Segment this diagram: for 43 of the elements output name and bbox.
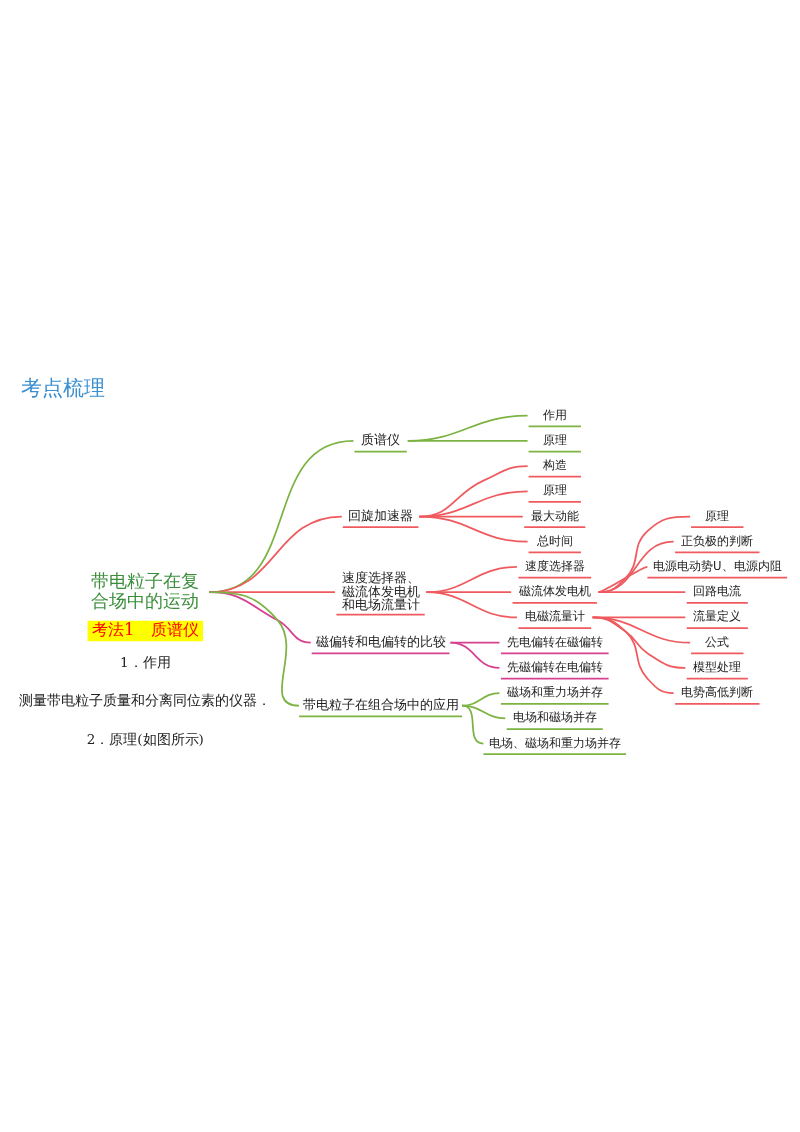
node-text: 模型处理 <box>693 659 742 674</box>
node-text: 质谱仪 <box>361 432 401 448</box>
node-text: 先磁偏转在电偏转 <box>506 659 603 674</box>
node-text: 电磁流量计 <box>524 609 585 624</box>
node-text: 原理 <box>542 432 567 447</box>
node-text: 磁偏转和电偏转的比较 <box>315 633 446 649</box>
node-text: 总时间 <box>536 533 573 548</box>
node-text: 流量定义 <box>693 609 742 624</box>
node-text: 公式 <box>705 634 730 649</box>
node-text: 电场和磁场并存 <box>512 710 597 725</box>
connector <box>461 704 485 745</box>
node-text: 原理 <box>705 508 730 523</box>
node-text: 速度选择器 <box>524 558 585 573</box>
label: 测量带电粒子质量和分离同位素的仪器． <box>19 692 272 709</box>
node-text: 速度选择器、磁流体发电机和电场流量计 <box>341 569 420 613</box>
label: 2．原理(如图所示) <box>86 731 204 748</box>
connector <box>208 591 300 707</box>
node-text: 磁流体发电机 <box>518 584 591 599</box>
connector <box>418 515 529 543</box>
diagram-title: 考点梳理 <box>21 374 106 400</box>
connector <box>406 414 529 442</box>
node-text: 电势高低判断 <box>681 685 754 700</box>
node-text: 电场、磁场和重力场并存 <box>488 735 621 750</box>
node-text: 回旋加速器 <box>348 507 414 523</box>
node-text: 先电偏转在磁偏转 <box>506 634 603 649</box>
connector <box>591 616 675 694</box>
connector <box>449 641 501 669</box>
node-text: 作用 <box>542 407 567 422</box>
node-text: 正负极的判断 <box>681 533 754 548</box>
connector <box>597 515 691 594</box>
connector <box>425 591 518 619</box>
node-text: 带电粒子在复合场中的运动 <box>91 569 200 611</box>
node-text: 电源电动势U、电源内阻 <box>653 558 782 573</box>
node-text: 构造 <box>542 458 567 473</box>
connector <box>406 439 529 442</box>
node-text: 回路电流 <box>693 584 742 599</box>
node-text: 最大动能 <box>530 508 579 523</box>
connector <box>597 591 687 594</box>
label: 1．作用 <box>119 653 171 670</box>
node-text: 带电粒子在组合场中的应用 <box>302 697 459 713</box>
node-text: 磁场和重力场并存 <box>506 685 603 700</box>
label: 考法1 质谱仪 <box>92 619 199 639</box>
node-text: 原理 <box>542 483 567 498</box>
